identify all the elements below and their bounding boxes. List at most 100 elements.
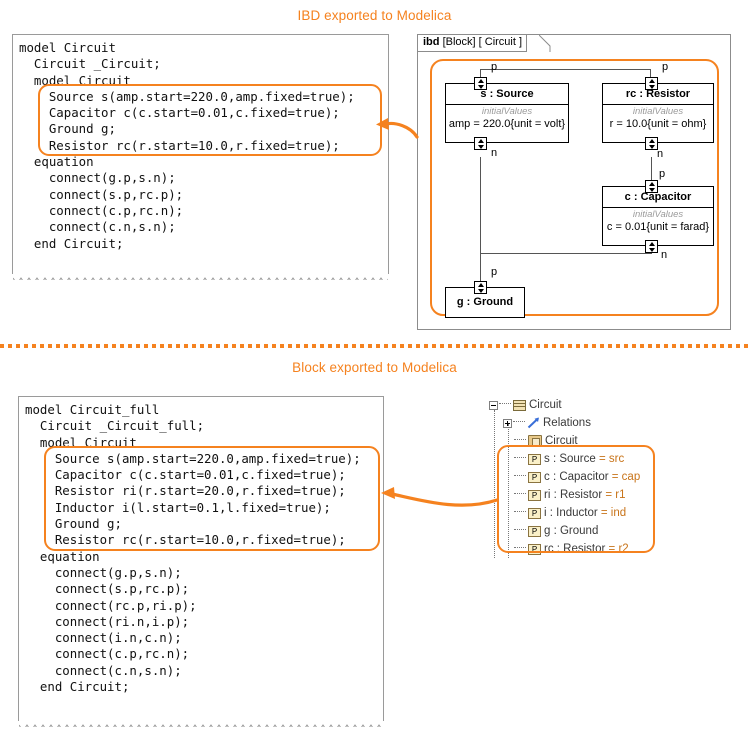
tree-connector-line <box>514 475 526 477</box>
ibd-port-capacitor-n[interactable] <box>645 240 658 253</box>
triangle-up-icon <box>648 241 655 246</box>
code-text-bottom: model Circuit_full Circuit _Circuit_full… <box>19 397 383 695</box>
ibd-part-resistor-compartment-value: r = 10.0{unit = ohm} <box>609 118 707 130</box>
triangle-down-icon <box>648 84 655 89</box>
ibd-port-label-ground-p: p <box>491 266 498 278</box>
tree-row[interactable]: Circuit <box>489 396 669 414</box>
triangle-up-icon <box>648 181 655 186</box>
ibd-part-resistor[interactable]: rc : Resistor initialValues r = 10.0{uni… <box>602 83 714 143</box>
property-icon: P <box>528 489 541 501</box>
ibd-part-capacitor[interactable]: c : Capacitor initialValues c = 0.01{uni… <box>602 186 714 246</box>
code-bottom-line: connect(rc.p,ri.p); <box>25 597 197 613</box>
tree-connector-line <box>514 493 526 495</box>
tree-connector-line <box>514 511 526 513</box>
page-title-block: Block exported to Modelica <box>292 360 457 375</box>
tree-connector-line <box>514 529 526 531</box>
triangle-down-icon <box>477 84 484 89</box>
code-top-line: Circuit _Circuit; <box>19 56 161 72</box>
property-icon: P <box>528 543 541 555</box>
ibd-header-name: [ Circuit ] <box>478 36 523 48</box>
code-bottom-line: Resistor ri(r.start=20.0,r.fixed=true); <box>25 483 346 499</box>
code-top-line: connect(c.p,rc.n); <box>19 202 184 218</box>
collapse-icon[interactable] <box>489 400 498 410</box>
code-bottom-line: Ground g; <box>25 516 122 532</box>
modelica-code-pane-bottom: model Circuit_full Circuit _Circuit_full… <box>18 396 384 727</box>
ibd-port-source-n[interactable] <box>474 137 487 150</box>
code-bottom-line: connect(c.p,rc.n); <box>25 646 190 662</box>
ibd-part-capacitor-compartment-label: initialValues <box>632 209 684 220</box>
code-bottom-line: connect(c.n,s.n); <box>25 662 182 678</box>
tree-guide-line <box>494 410 495 558</box>
triangle-down-icon <box>477 144 484 149</box>
tree-row[interactable]: Circuit <box>489 432 669 450</box>
connector-source-p-vertical <box>480 69 481 82</box>
connector-source-n-to-ground <box>480 157 481 281</box>
ibd-port-label-capacitor-n: n <box>661 249 668 261</box>
tree-row-label: Circuit <box>529 399 562 411</box>
tree-row-alias: = ind <box>597 507 627 520</box>
ibd-header-corner-icon <box>539 35 551 53</box>
tree-connector-line <box>514 439 526 441</box>
torn-edge-bottom <box>19 719 383 727</box>
ibd-header-stereotype: [Block] <box>442 36 476 48</box>
code-top-line: Capacitor c(c.start=0.01,c.fixed=true); <box>19 105 340 121</box>
triangle-up-icon <box>648 78 655 83</box>
ibd-part-resistor-name: rc : Resistor <box>603 84 713 105</box>
ibd-port-source-p[interactable] <box>474 77 487 90</box>
ibd-port-capacitor-p[interactable] <box>645 180 658 193</box>
code-bottom-line: model Circuit <box>25 434 137 450</box>
ibd-part-capacitor-name: c : Capacitor <box>603 187 713 208</box>
property-icon: P <box>528 507 541 519</box>
code-top-line: Ground g; <box>19 121 116 137</box>
code-text-top: model Circuit Circuit _Circuit; model Ci… <box>13 35 388 252</box>
code-bottom-line: connect(s.p,rc.p); <box>25 581 190 597</box>
expand-icon[interactable] <box>503 418 512 428</box>
property-icon: P <box>528 525 541 537</box>
ibd-port-resistor-p[interactable] <box>645 77 658 90</box>
code-top-line: connect(g.p,s.n); <box>19 170 176 186</box>
connector-resistor-n-to-capacitor-p <box>651 157 652 197</box>
tree-row-label: s : Source <box>544 453 596 465</box>
code-top-line: end Circuit; <box>19 235 124 251</box>
ibd-part-source[interactable]: s : Source initialValues amp = 220.0{uni… <box>445 83 569 143</box>
tree-connector-line <box>514 457 526 459</box>
code-bottom-line: equation <box>25 548 100 564</box>
tree-connector-line <box>514 547 526 549</box>
tree-row-label: i : Inductor <box>544 507 598 519</box>
code-bottom-line: Capacitor c(c.start=0.01,c.fixed=true); <box>25 467 346 483</box>
code-top-line: model Circuit <box>19 40 116 55</box>
ibd-part-capacitor-compartment-value: c = 0.01{unit = farad} <box>606 221 710 233</box>
ibd-diagram-frame: ibd [Block] [ Circuit ] s : Source initi… <box>417 34 731 330</box>
code-top-line: Source s(amp.start=220.0,amp.fixed=true)… <box>19 88 355 104</box>
property-icon: P <box>528 453 541 465</box>
ibd-port-label-capacitor-p: p <box>659 168 666 180</box>
ibd-part-capacitor-compartment: initialValues c = 0.01{unit = farad} <box>603 208 713 236</box>
triangle-up-icon <box>648 138 655 143</box>
code-bottom-line: Circuit _Circuit_full; <box>25 418 205 434</box>
triangle-down-icon <box>477 288 484 293</box>
tree-row-label: rc : Resistor <box>544 543 606 555</box>
ibd-header-kind: ibd <box>423 36 440 48</box>
triangle-up-icon <box>477 78 484 83</box>
tree-guide-line <box>508 424 509 558</box>
ibd-port-resistor-n[interactable] <box>645 137 658 150</box>
code-top-line: equation <box>19 154 94 170</box>
triangle-down-icon <box>648 144 655 149</box>
connector-ground-to-capacitor-n <box>480 253 652 254</box>
ibd-port-label-resistor-n: n <box>657 148 664 160</box>
block-icon <box>513 399 526 411</box>
ibd-port-ground-p[interactable] <box>474 281 487 294</box>
tree-row[interactable]: Relations <box>489 414 669 432</box>
code-top-line: connect(s.p,rc.p); <box>19 186 184 202</box>
page-title-ibd: IBD exported to Modelica <box>297 8 452 23</box>
ibd-part-source-compartment-value: amp = 220.0{unit = volt} <box>448 118 566 130</box>
ibd-part-source-compartment-label: initialValues <box>481 106 533 117</box>
tree-row-alias: = src <box>595 453 625 466</box>
